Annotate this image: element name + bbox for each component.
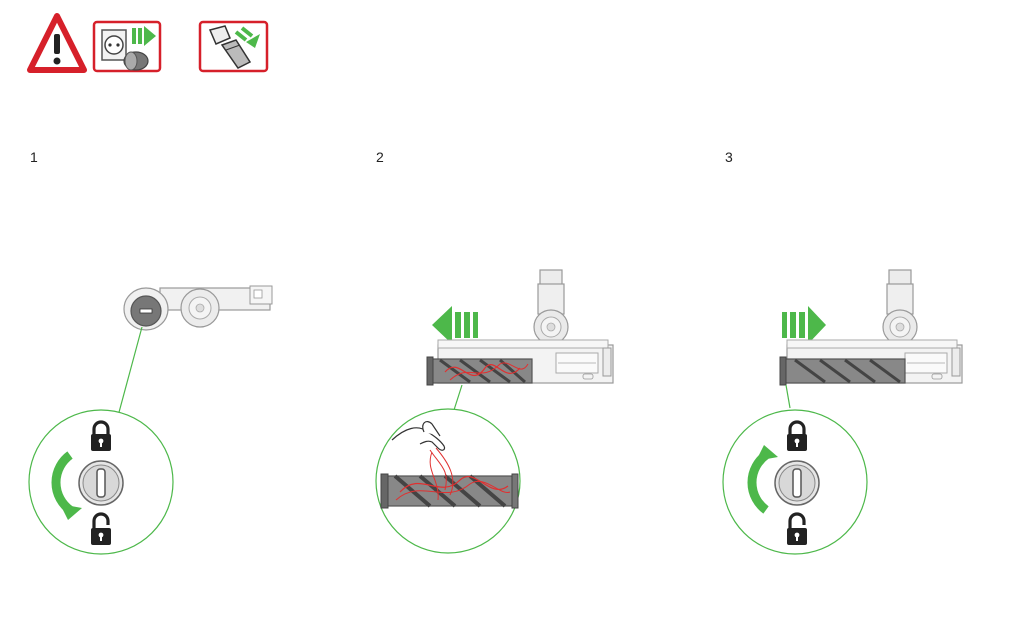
end-cap-icon [774,460,820,506]
slide-out-arrow-icon [432,306,478,344]
detach-cleaner-head-icon [198,20,269,73]
brush-bar-icon [779,356,906,386]
brush-bar-icon [380,473,519,509]
step-2-illustration [375,269,614,554]
hair-strands-icon [395,447,511,501]
step-2-number: 2 [376,149,384,165]
unplug-from-socket-icon [92,20,162,73]
rotate-arrow-icon [747,445,778,514]
step-1-number: 1 [30,149,38,165]
step-3-illustration [722,269,963,555]
step-1-illustration [28,285,273,555]
end-cap-icon [78,460,124,506]
brush-bar-icon [426,356,533,386]
hand-icon [391,420,446,451]
slide-in-arrow-icon [782,306,826,344]
warning-triangle-icon [27,13,87,73]
cleaner-head-icon [123,285,273,331]
rotate-arrow-icon [51,451,82,520]
step-3-number: 3 [725,149,733,165]
